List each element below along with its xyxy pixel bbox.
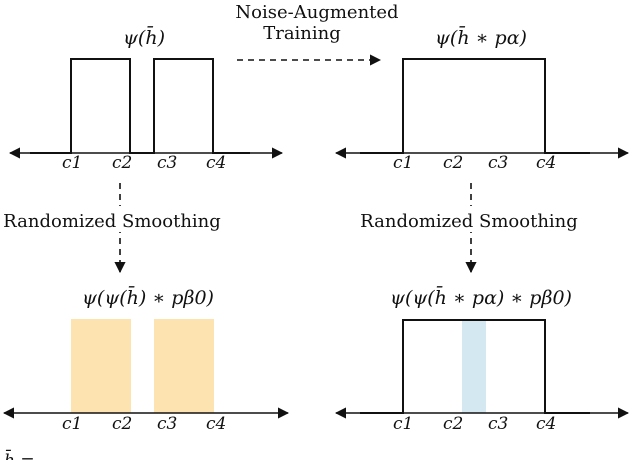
tick-c1-bottom-left: c1 [62, 414, 82, 434]
tick-c4-top-right: c4 [536, 153, 556, 173]
tick-c2-top-right: c2 [443, 153, 463, 173]
tick-c4-bottom-left: c4 [206, 414, 226, 434]
tick-c3-top-left: c3 [157, 153, 177, 173]
blue-band [462, 321, 486, 413]
tick-c1-top-right: c1 [393, 153, 413, 173]
tick-c3-bottom-left: c3 [157, 414, 177, 434]
rs-arrow-right: Randomized Smoothing [358, 183, 580, 274]
rs-label-right: Randomized Smoothing [360, 211, 578, 232]
step-function-top-left [30, 58, 250, 154]
noise-label-line2: Training [263, 23, 341, 44]
rs-arrow-left: Randomized Smoothing [3, 183, 221, 274]
formula-bottom-right: ψ(ψ(h̄ ∗ pα) ∗ pβ0) [390, 285, 572, 309]
tick-c4-bottom-right: c4 [536, 414, 556, 434]
noise-augmented-arrow: Noise-Augmented Training [235, 2, 399, 66]
tick-c1-top-left: c1 [62, 153, 82, 173]
formula-top-right: ψ(h̄ ∗ pα) [435, 25, 527, 49]
footer-fragment: h̄ = [4, 448, 35, 460]
noise-label-line1: Noise-Augmented [235, 2, 398, 23]
tick-c4-top-left: c4 [206, 153, 226, 173]
panel-bottom-left: ψ(ψ(h̄) ∗ pβ0) c1 c2 c3 c4 [2, 285, 290, 434]
rs-label-right-bg [358, 206, 580, 232]
tick-c2-top-left: c2 [112, 153, 132, 173]
rs-label-left: Randomized Smoothing [3, 211, 221, 232]
step-function-top-right [360, 58, 590, 154]
orange-band-1 [71, 319, 131, 413]
tick-c2-bottom-left: c2 [112, 414, 132, 434]
tick-c2-bottom-right: c2 [443, 414, 463, 434]
panel-bottom-right: ψ(ψ(h̄ ∗ pα) ∗ pβ0) c1 c2 c3 c4 [334, 285, 630, 434]
panel-top-left: ψ(h̄) c1 c2 c3 c4 [8, 25, 284, 173]
panel-top-right: ψ(h̄ ∗ pα) c1 c2 c3 c4 [334, 25, 630, 173]
rs-label-left-bg [4, 206, 218, 232]
tick-c1-bottom-right: c1 [393, 414, 413, 434]
formula-top-left: ψ(h̄) [123, 25, 165, 49]
tick-c3-top-right: c3 [488, 153, 508, 173]
orange-band-2 [154, 319, 214, 413]
formula-bottom-left: ψ(ψ(h̄) ∗ pβ0) [82, 285, 214, 309]
step-function-bottom-right [360, 319, 590, 414]
tick-c3-bottom-right: c3 [488, 414, 508, 434]
